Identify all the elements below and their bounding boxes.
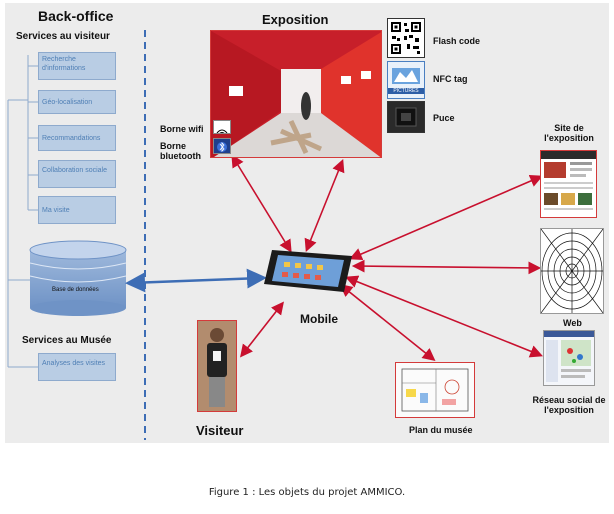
spider-web-icon [541,229,603,313]
flash-code-label: Flash code [433,36,481,46]
social-page-icon [544,331,594,385]
visitor-services-title: Services au visiteur [16,31,110,42]
bluetooth-icon [213,138,231,154]
backoffice-title: Back-office [38,8,114,24]
site-label: Site de l'exposition [544,123,594,143]
service-ma-visite: Ma visite [38,196,116,224]
person-icon [198,321,236,411]
service-analyses: Analyses des visites [38,353,116,381]
service-recommandations: Recommandations [38,125,116,151]
web-spider-image [540,228,604,314]
mobile-arrows [231,154,543,362]
borne-bluetooth-label: Borne bluetooth [160,141,201,161]
database-label: Base de données [52,287,99,293]
exposition-title: Exposition [262,12,329,27]
service-geolocalisation: Géo-localisation [38,90,116,114]
qr-code-icon [387,18,425,58]
website-screenshot [540,150,597,218]
figure-caption: Figure 1 : Les objets du projet AMMICO. [208,487,406,498]
nfc-tag-label: NFC tag [433,74,468,84]
nfc-tag-icon: PICTURES [387,61,425,99]
museum-plan-image [395,362,475,418]
service-recherche: Recherche d'informations [38,52,116,80]
social-network-image [543,330,595,386]
museum-plan-label: Plan du musée [409,425,473,435]
chip-icon [387,101,425,133]
web-label: Web [563,318,582,328]
nfc-badge-text: PICTURES [388,88,424,94]
exposition-photo [210,30,382,158]
service-collaboration: Collaboration sociale [38,160,116,188]
borne-wifi-label: Borne wifi [160,124,204,134]
visitor-label: Visiteur [196,423,244,438]
chip-label: Puce [433,113,455,123]
mobile-label: Mobile [300,312,338,326]
webpage-icon [541,151,596,217]
visitor-services-tree [7,55,38,368]
exhibition-hall-icon [211,31,381,157]
wifi-icon [213,120,231,134]
floor-plan-icon [396,363,474,417]
tablet-icon [262,248,354,294]
museum-services-title: Services au Musée [22,335,112,346]
visitor-photo [197,320,237,412]
db-mobile-arrow [125,268,267,293]
social-network-label: Réseau social de l'exposition [532,395,606,415]
database-icon [29,240,127,316]
